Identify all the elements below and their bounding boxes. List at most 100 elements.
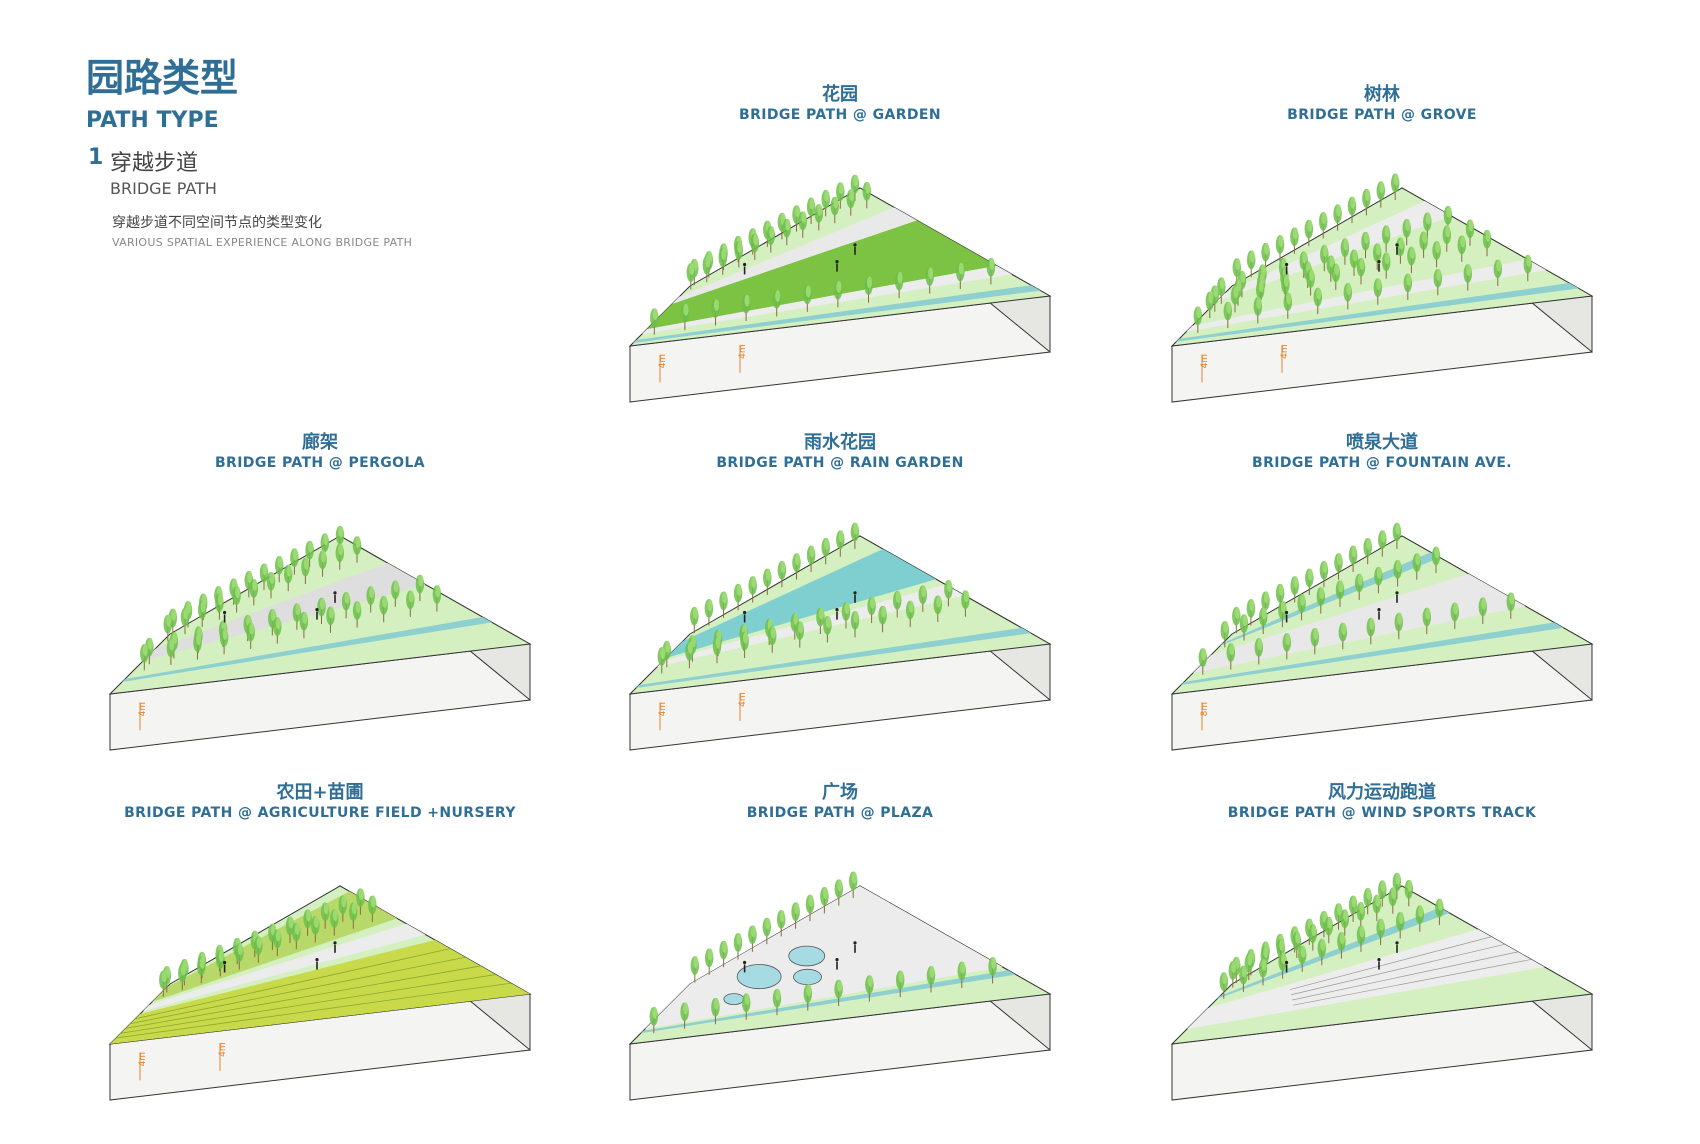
- tree-icon: [680, 1002, 689, 1029]
- tree-icon: [772, 988, 782, 1016]
- tree-crown-highlight: [1357, 573, 1363, 586]
- tree-icon: [740, 631, 749, 658]
- swale-channel: [633, 285, 1041, 343]
- tree-icon: [1415, 905, 1425, 932]
- tree-crown-highlight: [750, 925, 756, 938]
- person-icon: [333, 591, 337, 603]
- panel-title: 雨水花园 BRIDGE PATH @ RAIN GARDEN: [620, 432, 1060, 472]
- tree-icon: [1349, 249, 1359, 276]
- tree-icon: [712, 636, 722, 664]
- tree-icon: [254, 936, 263, 963]
- tree-crown-highlight: [1343, 238, 1349, 251]
- tree-icon: [356, 888, 365, 915]
- header: 园路类型 PATH TYPE 1 穿越步道 BRIDGE PATH 穿越步道不同…: [86, 56, 606, 249]
- person-icon: [743, 610, 747, 623]
- tree-crown-highlight: [794, 205, 801, 218]
- panel-title-cn: 雨水花园: [804, 432, 876, 453]
- tree-icon: [1381, 252, 1391, 279]
- tree-crown-highlight: [867, 975, 873, 988]
- tree-crown-highlight: [294, 922, 300, 935]
- tree-icon: [1283, 292, 1293, 319]
- panel-title: 花园 BRIDGE PATH @ GARDEN: [620, 84, 1060, 124]
- person-icon: [853, 591, 857, 603]
- person-icon: [333, 941, 337, 953]
- dimension-text: 4m: [738, 344, 748, 359]
- tree-crown-highlight: [808, 894, 814, 907]
- tree-crown-highlight: [1398, 237, 1404, 250]
- tree-crown-highlight: [809, 545, 815, 558]
- tree-icon: [1297, 594, 1306, 621]
- tree-icon: [719, 940, 728, 968]
- panel-title-cn: 花园: [822, 84, 858, 105]
- tree-crown-highlight: [936, 595, 942, 608]
- tree-crown-highlight: [1379, 181, 1385, 194]
- tree-icon: [1378, 530, 1387, 557]
- field-row-line: [130, 956, 466, 1024]
- tree-icon: [1442, 225, 1452, 252]
- tree-icon: [335, 543, 345, 570]
- person-icon: [1395, 941, 1399, 953]
- tree-icon: [762, 917, 772, 945]
- tree-crown-highlight: [1261, 607, 1267, 620]
- tree-icon: [918, 585, 928, 612]
- tree-icon: [1282, 633, 1292, 660]
- panel-title-cn: 喷泉大道: [1346, 432, 1418, 453]
- tree-icon: [273, 617, 282, 644]
- tree-icon: [850, 174, 860, 202]
- fountain-avenue: [1193, 573, 1526, 673]
- description-cn: 穿越步道不同空间节点的类型变化: [112, 215, 322, 231]
- tree-icon: [1381, 225, 1391, 252]
- tree-icon: [823, 616, 832, 643]
- tree-crown-highlight: [1278, 235, 1284, 248]
- tree-icon: [1388, 887, 1398, 914]
- tree-icon: [1478, 597, 1488, 624]
- tree-icon: [1261, 591, 1270, 618]
- tree-icon: [1432, 241, 1441, 268]
- tree-crown-highlight: [1375, 243, 1381, 256]
- tree-icon: [767, 626, 777, 653]
- tree-crown-highlight: [660, 647, 666, 659]
- tree-icon: [1338, 622, 1348, 650]
- tree-icon: [1523, 254, 1533, 282]
- person-head: [743, 610, 747, 615]
- tree-crown-highlight: [837, 879, 843, 892]
- tree-crown-highlight: [853, 174, 859, 187]
- tree-crown-highlight: [142, 643, 148, 656]
- tree-crown-highlight: [1425, 607, 1431, 620]
- tree-icon: [944, 579, 953, 607]
- tree-crown-highlight: [328, 606, 335, 619]
- tree-crown-highlight: [218, 950, 224, 962]
- tree-icon: [1378, 880, 1387, 907]
- tree-icon: [216, 950, 225, 977]
- swale-channel: [1176, 283, 1579, 342]
- rain-garden-pond: [666, 549, 936, 658]
- tree-icon: [235, 943, 244, 970]
- tree-icon: [1205, 291, 1215, 318]
- track-lane-line: [1292, 951, 1518, 1001]
- tree-icon: [750, 233, 760, 260]
- tree-icon: [1373, 278, 1383, 305]
- tree-crown-highlight: [1445, 225, 1451, 238]
- agriculture-field: [110, 940, 530, 1044]
- person-icon: [835, 260, 839, 272]
- tree-icon: [816, 607, 825, 635]
- pergola-block-illustration: 4m: [108, 525, 532, 751]
- panel-title-cn: 树林: [1364, 84, 1400, 105]
- tree-crown-highlight: [1279, 939, 1285, 951]
- tree-icon: [790, 613, 800, 640]
- dimension-label: 4m: [658, 702, 668, 731]
- tree-crown-highlight: [798, 621, 804, 634]
- person-icon: [223, 960, 227, 973]
- person-head: [1377, 958, 1381, 962]
- tree-crown-highlight: [769, 226, 775, 239]
- tree-crown-highlight: [825, 616, 831, 629]
- tree-crown-highlight: [1434, 546, 1440, 559]
- tree-icon: [1347, 196, 1357, 224]
- block-group: [1170, 872, 1594, 1101]
- tree-crown-highlight: [147, 637, 153, 650]
- tree-crown-highlight: [1364, 189, 1370, 201]
- tree-crown-highlight: [809, 197, 815, 210]
- tree-crown-highlight: [1352, 249, 1358, 262]
